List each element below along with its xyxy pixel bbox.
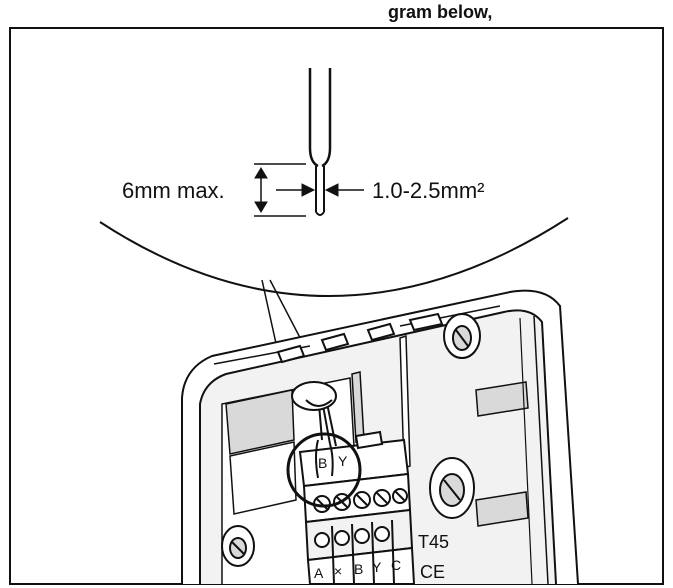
terminal-label-top-y: Y bbox=[338, 453, 348, 469]
magnifier-arc bbox=[99, 217, 569, 297]
strip-length-dimension bbox=[254, 163, 306, 217]
magnifier-circle bbox=[286, 432, 362, 508]
terminal-label-x: × bbox=[334, 563, 342, 579]
model-label: T45 bbox=[418, 532, 449, 552]
mounting-screw-right bbox=[429, 457, 475, 519]
wire-size-label: 1.0-2.5mm² bbox=[372, 178, 484, 203]
terminal-label-top-b: B bbox=[318, 455, 327, 471]
terminal-block bbox=[298, 430, 416, 585]
terminal-label-a: A bbox=[314, 565, 324, 581]
terminal-wires bbox=[315, 439, 334, 479]
cable-bundle bbox=[291, 381, 337, 447]
mounting-screw-top-right bbox=[443, 313, 481, 359]
mounting-screw-bottom-left bbox=[221, 525, 255, 567]
ce-mark: CE bbox=[420, 562, 445, 582]
strip-length-label: 6mm max. bbox=[122, 178, 225, 203]
terminal-label-b: B bbox=[354, 561, 363, 577]
wire-diameter-arrows bbox=[276, 183, 364, 197]
header-text-fragment: gram below, bbox=[388, 2, 492, 22]
terminal-label-c: C bbox=[391, 557, 401, 573]
stripped-wire bbox=[308, 68, 332, 216]
terminal-label-y: Y bbox=[372, 559, 382, 575]
